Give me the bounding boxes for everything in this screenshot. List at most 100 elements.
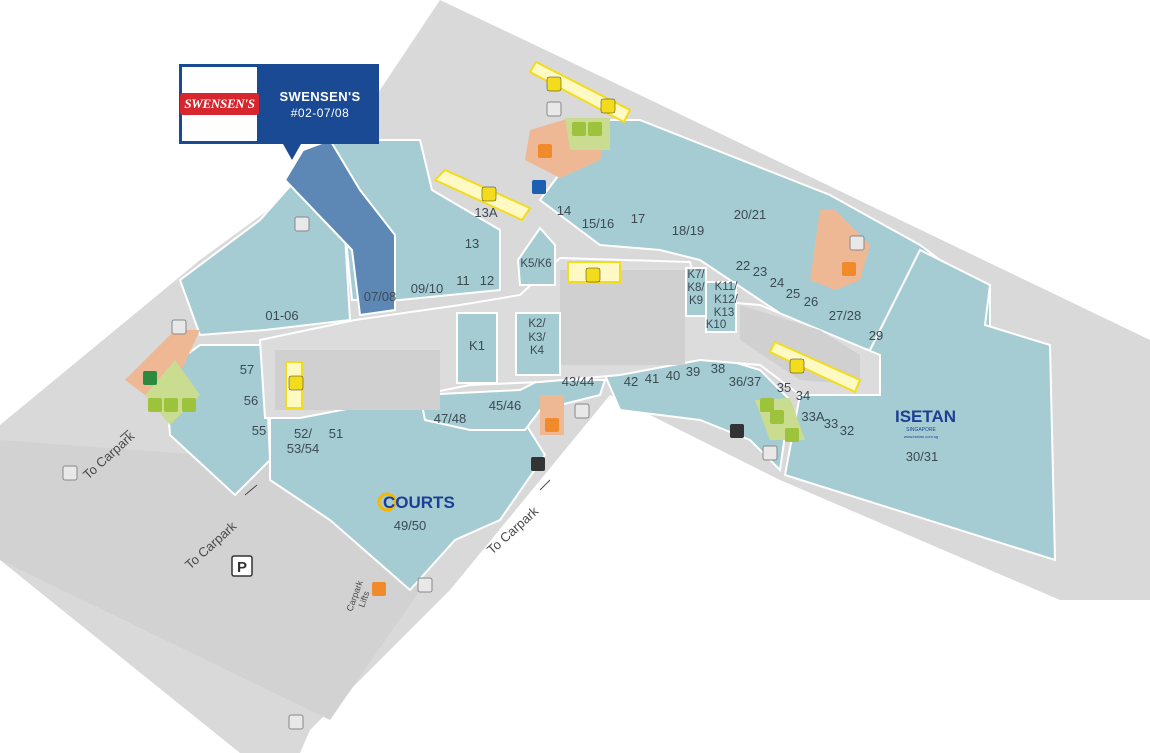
unit-block-south-center[interactable] — [418, 379, 607, 431]
staircase-icon — [294, 216, 310, 232]
unit-label: 52/ — [294, 426, 312, 441]
unit-label: 18/19 — [672, 223, 705, 238]
unit-label: 13A — [474, 205, 497, 220]
escalator-icon — [481, 186, 497, 202]
staircase-icon — [762, 445, 778, 461]
unit-label: 14 — [557, 203, 571, 218]
unit-label: 45/46 — [489, 398, 522, 413]
toilet-icon — [572, 122, 586, 136]
staircase-icons — [62, 101, 865, 730]
staircase-icon — [849, 235, 865, 251]
central-void-middle — [560, 270, 685, 365]
unit-label: 47/48 — [434, 411, 467, 426]
kiosk-label: K3/ — [528, 332, 546, 344]
unit-label: 53/54 — [287, 441, 320, 456]
callout-store-name: SWENSEN'S — [279, 89, 361, 104]
unit-label: 01-06 — [265, 308, 298, 323]
unit-label: 26 — [804, 294, 818, 309]
unit-block-west[interactable] — [178, 173, 352, 337]
kiosk-k1[interactable] — [456, 312, 498, 384]
unit-label: 34 — [796, 388, 810, 403]
kiosk-k5-k6[interactable] — [516, 226, 556, 286]
wheelchair-icon — [182, 398, 196, 412]
nursing-room-icon — [164, 398, 178, 412]
isetan-logo: ISETAN SINGAPORE www.isetan.com.sg — [895, 407, 956, 439]
unit-label: 24 — [770, 275, 784, 290]
kiosk-label: K1 — [469, 338, 485, 353]
emergency-lift-icon — [143, 371, 157, 385]
unit-label: 09/10 — [411, 281, 444, 296]
unit-label: 42 — [624, 374, 638, 389]
unit-label: 15/16 — [582, 216, 615, 231]
callout-pointer — [283, 144, 301, 160]
unit-label: 55 — [252, 423, 266, 438]
unit-label: 07/08 — [364, 289, 397, 304]
service-lift-icon — [531, 457, 545, 471]
unit-label: 49/50 — [394, 518, 427, 533]
unit-label: 17 — [631, 211, 645, 226]
isetan-logo-sub: SINGAPORE — [906, 427, 936, 433]
unit-label: 22 — [736, 258, 750, 273]
unit-labels: 01-06 07/08 09/10 11 12 13 13A 14 15/16 … — [240, 203, 939, 533]
unit-label: 40 — [666, 368, 680, 383]
unit-label: 32 — [840, 423, 854, 438]
unit-label: 30/31 — [906, 449, 939, 464]
unit-label: 27/28 — [829, 308, 862, 323]
kiosk-label: K7/ — [687, 269, 705, 281]
carpark-marker-line — [119, 429, 129, 438]
isetan-logo-url: www.isetan.com.sg — [904, 434, 938, 439]
kiosk-label: K4 — [530, 345, 545, 357]
courts-logo-ring — [377, 492, 397, 512]
isetan-logo-text: ISETAN — [895, 407, 956, 426]
central-void-east — [740, 305, 860, 385]
unit-label: 56 — [244, 393, 258, 408]
lift-icon — [372, 582, 386, 596]
unit-label: 29 — [869, 328, 883, 343]
unit-label: 41 — [645, 371, 659, 386]
escalator-icon — [546, 76, 562, 92]
escalator-east — [768, 340, 862, 394]
staircase-icon — [417, 577, 433, 593]
parking-sign — [231, 555, 253, 577]
kiosk-k10-k13[interactable] — [705, 281, 737, 333]
escalator-icon — [288, 375, 304, 391]
kiosk-label: K12/ — [714, 294, 738, 306]
unit-label: 38 — [711, 361, 725, 376]
unit-label: 51 — [329, 426, 343, 441]
unit-07-08-highlight[interactable] — [283, 138, 396, 317]
lift-icon — [538, 144, 552, 158]
unit-label: 43/44 — [562, 374, 595, 389]
kiosk-k2-k4[interactable] — [515, 312, 561, 376]
unit-block-south-west[interactable] — [163, 344, 272, 497]
escalator-icon — [585, 267, 601, 283]
kiosk-label: K5/K6 — [520, 258, 551, 270]
courts-logo: COURTS — [377, 492, 455, 512]
unit-label: 39 — [686, 364, 700, 379]
toilet-area-north — [565, 118, 610, 150]
carpark-marker-line — [244, 484, 258, 496]
unit-label: 33 — [824, 416, 838, 431]
swensens-logo: SWENSEN'S — [180, 67, 259, 141]
lift-icon — [545, 418, 559, 432]
store-callout[interactable]: SWENSEN'S SWENSEN'S #02-07/08 — [179, 64, 379, 144]
unit-label: 57 — [240, 362, 254, 377]
wheelchair-icon — [588, 122, 602, 136]
toilet-icon — [760, 398, 774, 412]
kiosk-label: K13 — [714, 307, 734, 319]
escalator-icon — [600, 98, 616, 114]
lift-icons — [143, 144, 856, 596]
kiosk-label: K9 — [689, 295, 703, 307]
kiosk-label: K2/ — [528, 318, 546, 330]
unit-label: 12 — [480, 273, 494, 288]
staircase-icon — [574, 403, 590, 419]
info-counter-icon — [532, 180, 546, 194]
toilet-icon — [148, 398, 162, 412]
unit-label: 20/21 — [734, 207, 767, 222]
unit-label: 33A — [801, 409, 824, 424]
service-lift-icon — [730, 424, 744, 438]
kiosk-label: K11/ — [715, 281, 739, 293]
staircase-icon — [288, 714, 304, 730]
unit-label: 35 — [777, 380, 791, 395]
unit-label: 25 — [786, 286, 800, 301]
